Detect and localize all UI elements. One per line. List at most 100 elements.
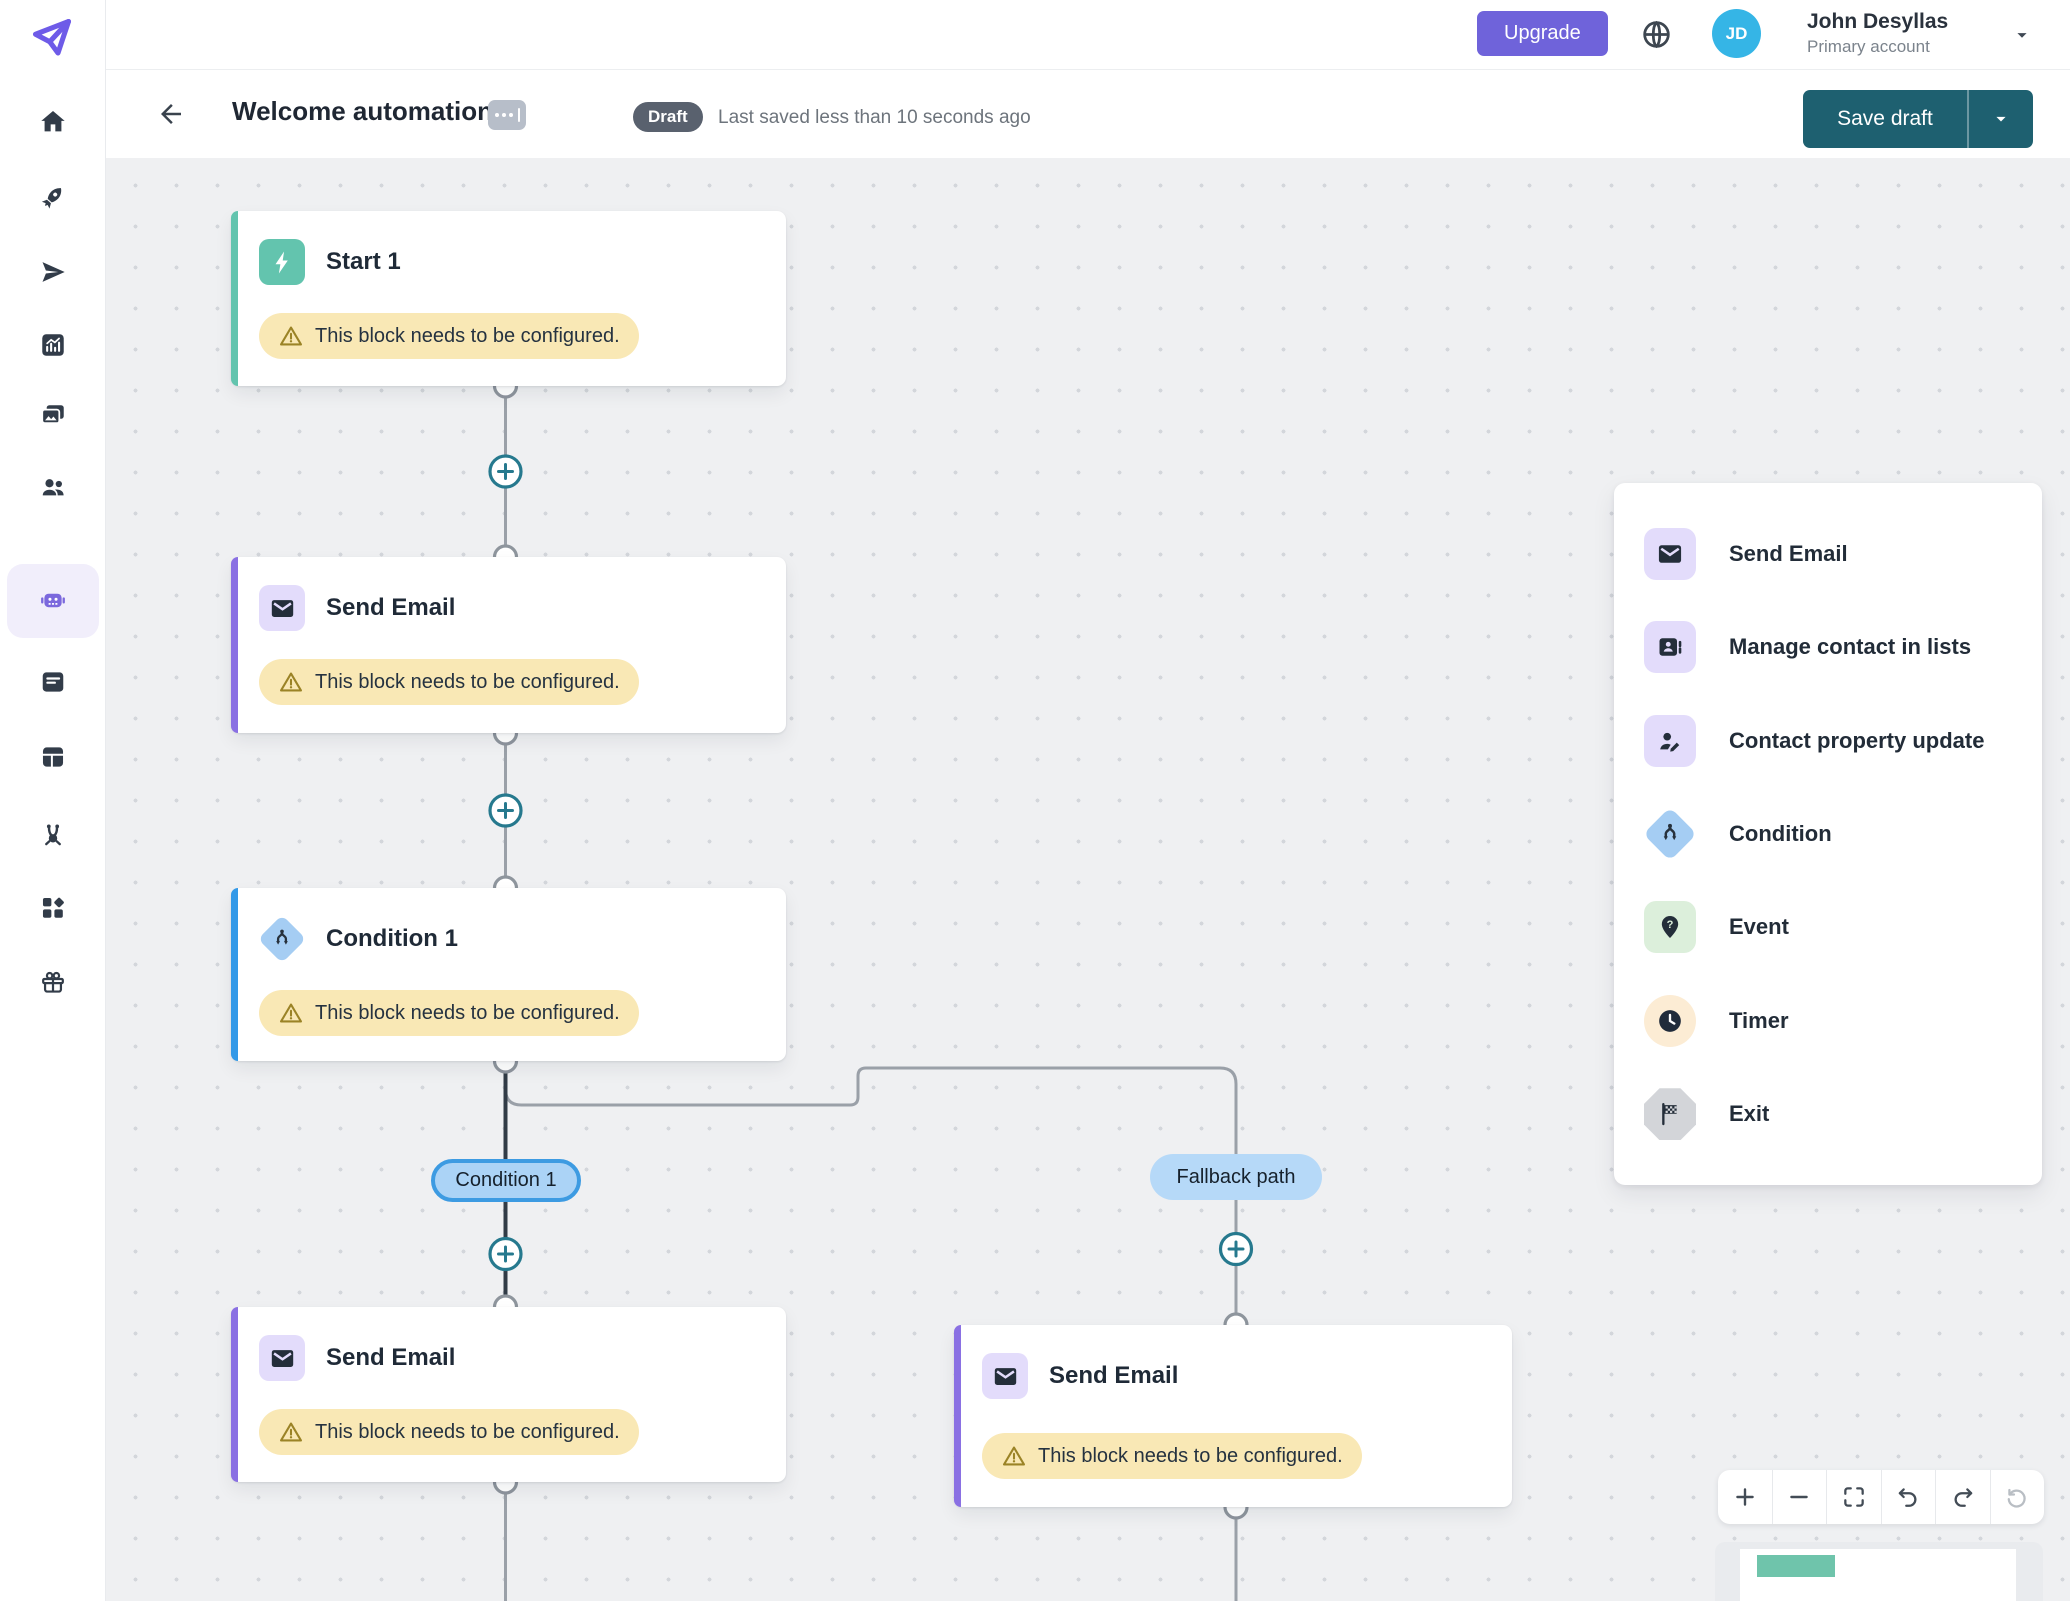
node-send-email-3[interactable]: Send Email This block needs to be config…	[954, 1325, 1512, 1507]
edge-fallback-branch	[504, 1061, 1238, 1325]
warning-pill: This block needs to be configured.	[259, 659, 639, 705]
zoom-in-button[interactable]	[1718, 1470, 1772, 1524]
minimap-viewport	[1757, 1555, 1835, 1577]
contact-edit-icon	[1644, 714, 1696, 767]
node-accent	[231, 211, 238, 386]
save-options-chevron[interactable]	[1969, 90, 2033, 148]
user-account: Primary account	[1807, 37, 1930, 56]
back-arrow-icon[interactable]	[156, 99, 186, 129]
warning-pill: This block needs to be configured.	[259, 1409, 639, 1455]
timer-clock-icon	[1644, 994, 1696, 1047]
palette-item-condition[interactable]: Condition	[1614, 787, 2042, 880]
node-title: Condition 1	[326, 925, 458, 952]
node-title: Start 1	[326, 248, 401, 275]
avatar[interactable]: JD	[1712, 9, 1761, 58]
palette-item-event[interactable]: ? Event	[1614, 881, 2042, 974]
reset-view-button[interactable]	[1989, 1470, 2045, 1524]
divider	[1967, 90, 1969, 148]
workflow-canvas[interactable]: Start 1 This block needs to be configure…	[106, 158, 2070, 1601]
warning-text: This block needs to be configured.	[315, 324, 620, 347]
rocket-icon[interactable]	[27, 171, 79, 223]
warning-icon	[1003, 1446, 1025, 1466]
undo-button[interactable]	[1880, 1470, 1936, 1524]
lightning-icon	[259, 239, 305, 285]
envelope-icon	[1644, 527, 1696, 580]
branch-label-fallback[interactable]: Fallback path	[1150, 1154, 1322, 1200]
paper-plane-logo[interactable]	[28, 14, 76, 62]
palette-item-exit[interactable]: Exit	[1614, 1068, 2042, 1161]
contacts-icon[interactable]	[27, 461, 79, 513]
palette-item-contact-property[interactable]: Contact property update	[1614, 694, 2042, 787]
node-accent	[954, 1325, 961, 1507]
zoom-out-button[interactable]	[1771, 1470, 1827, 1524]
branch-label-condition[interactable]: Condition 1	[431, 1159, 581, 1202]
sidebar-item-home[interactable]	[27, 96, 79, 148]
minimap[interactable]	[1715, 1542, 2043, 1601]
node-title: Send Email	[326, 594, 456, 621]
canvas-toolbar	[1718, 1470, 2044, 1524]
analytics-icon[interactable]	[27, 319, 79, 371]
node-accent	[231, 1307, 238, 1482]
warning-text: This block needs to be configured.	[315, 1420, 620, 1443]
block-palette: Send Email Manage contact in lists Conta…	[1614, 483, 2042, 1185]
forms-icon[interactable]	[27, 656, 79, 708]
chevron-down-icon[interactable]	[2011, 24, 2033, 46]
paper-plane-icon[interactable]	[27, 246, 79, 298]
envelope-icon	[259, 585, 305, 631]
topbar: Upgrade JD John Desyllas Primary account	[106, 0, 2070, 70]
add-block-button[interactable]	[1218, 1231, 1254, 1267]
node-condition[interactable]: Condition 1 This block needs to be confi…	[231, 888, 786, 1061]
palette-label: Timer	[1729, 1007, 1789, 1033]
account-menu[interactable]: John Desyllas Primary account	[1807, 8, 1997, 58]
warning-icon	[280, 326, 302, 346]
warning-icon	[280, 1422, 302, 1442]
palette-label: Manage contact in lists	[1729, 634, 1972, 660]
node-title: Send Email	[326, 1344, 456, 1371]
envelope-icon	[982, 1353, 1028, 1399]
palette-label: Condition	[1729, 820, 1832, 846]
envelope-icon	[259, 1335, 305, 1381]
add-block-button[interactable]	[488, 793, 523, 828]
node-send-email-1[interactable]: Send Email This block needs to be config…	[231, 557, 786, 733]
warning-icon	[280, 1003, 302, 1023]
palette-label: Send Email	[1729, 540, 1848, 566]
rename-ellipsis-icon[interactable]	[488, 100, 526, 130]
save-draft-split-button: Save draft	[1803, 90, 2033, 148]
globe-icon[interactable]	[1640, 18, 1673, 51]
save-draft-button[interactable]: Save draft	[1803, 90, 1967, 148]
redo-button[interactable]	[1935, 1470, 1990, 1524]
add-block-button[interactable]	[488, 454, 523, 489]
fit-view-button[interactable]	[1826, 1470, 1881, 1524]
add-block-button[interactable]	[488, 1236, 523, 1272]
upgrade-button[interactable]: Upgrade	[1477, 11, 1608, 56]
node-accent	[231, 888, 238, 1061]
palette-item-send-email[interactable]: Send Email	[1614, 507, 2042, 600]
palette-label: Contact property update	[1729, 727, 1985, 753]
contact-card-icon	[1644, 621, 1696, 674]
warning-pill: This block needs to be configured.	[259, 313, 639, 359]
widgets-icon[interactable]	[27, 882, 79, 934]
templates-icon[interactable]	[27, 731, 79, 783]
warning-text: This block needs to be configured.	[315, 670, 620, 693]
palette-label: Event	[1729, 914, 1789, 940]
svg-text:?: ?	[1667, 919, 1674, 931]
automation-robot-icon[interactable]	[27, 574, 79, 626]
warning-icon	[280, 672, 302, 692]
page-title: Welcome automation	[232, 96, 494, 126]
palette-item-timer[interactable]: Timer	[1614, 974, 2042, 1067]
user-name: John Desyllas	[1807, 10, 1949, 33]
warning-text: This block needs to be configured.	[1038, 1444, 1343, 1467]
last-saved-text: Last saved less than 10 seconds ago	[718, 107, 1031, 128]
node-start[interactable]: Start 1 This block needs to be configure…	[231, 211, 786, 386]
palette-item-manage-contact[interactable]: Manage contact in lists	[1614, 600, 2042, 693]
node-send-email-2[interactable]: Send Email This block needs to be config…	[231, 1307, 786, 1482]
node-title: Send Email	[1049, 1362, 1179, 1389]
editor-header: Welcome automation Draft Last saved less…	[106, 70, 2070, 158]
event-pin-icon: ?	[1644, 901, 1696, 954]
condition-branch-icon	[257, 914, 307, 964]
split-testing-icon[interactable]	[27, 809, 79, 861]
rewards-icon[interactable]	[27, 956, 79, 1008]
media-library-icon[interactable]	[27, 389, 79, 441]
condition-branch-icon	[1643, 807, 1697, 861]
